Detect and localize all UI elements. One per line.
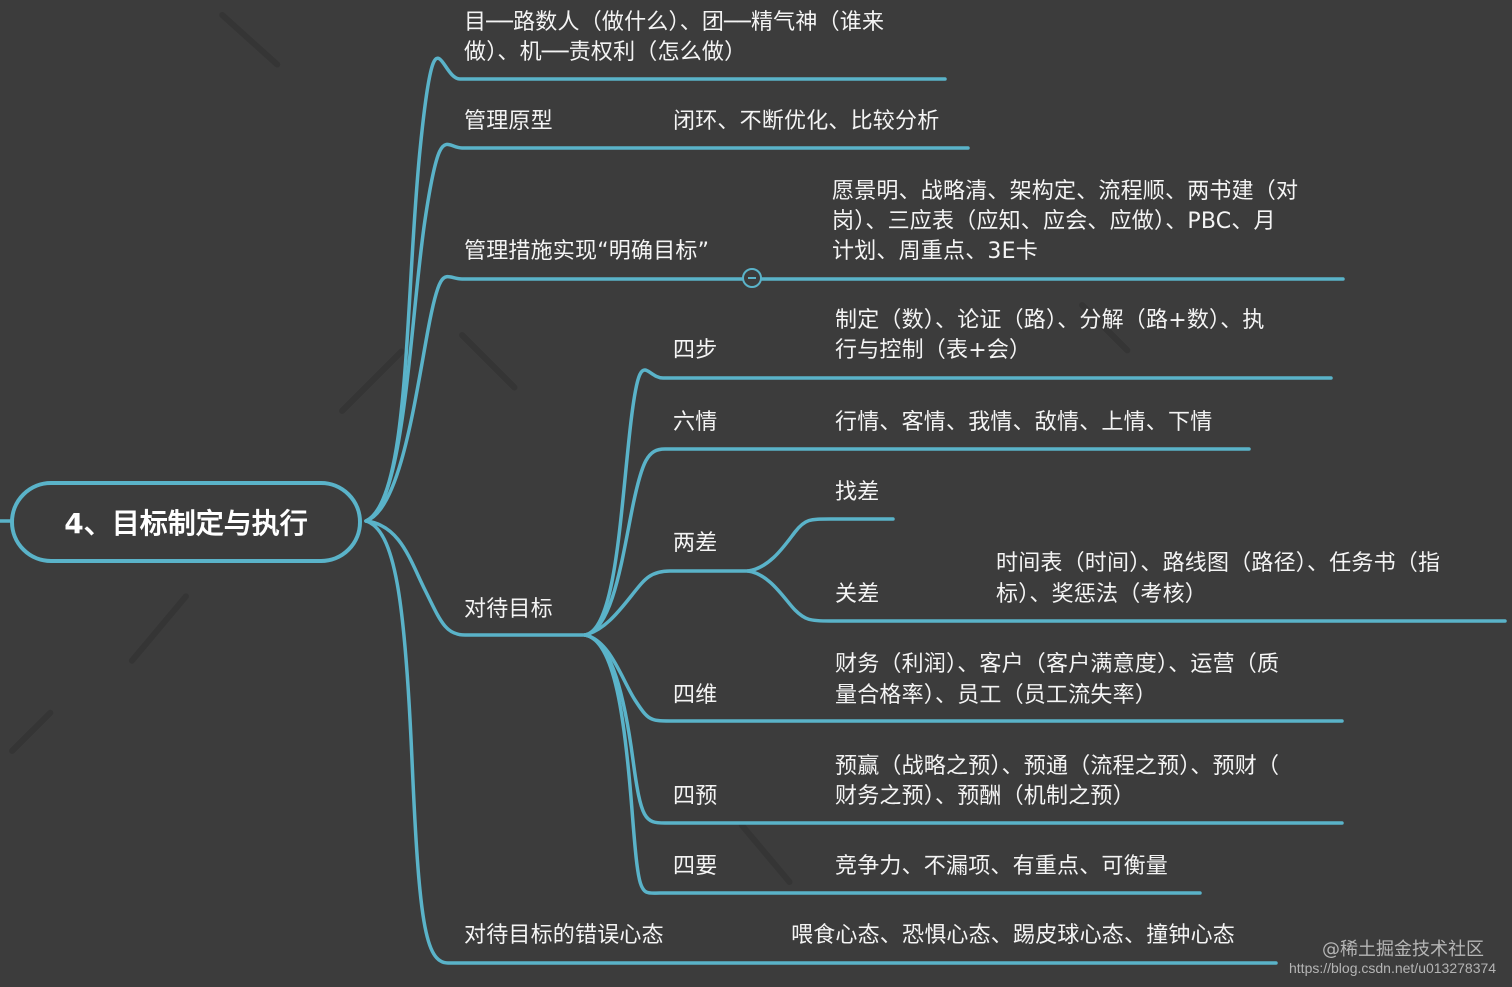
detail-line: 目──路数人（做什么）、团──精气神（谁来: [464, 10, 885, 35]
subbranch-four-steps[interactable]: 四步: [673, 338, 718, 363]
detail-line: 标）、奖惩法（考核）: [996, 582, 1208, 607]
subbranch-six-situations[interactable]: 六情: [673, 410, 718, 435]
detail-line: 量合格率）、员工（员工流失率）: [835, 683, 1158, 708]
detail-line: 计划、周重点、3E卡: [832, 239, 1038, 264]
branch-treating-goals[interactable]: 对待目标: [464, 597, 553, 622]
watermark-site: @稀土掘金技术社区: [1322, 939, 1484, 960]
detail-line: 财务之预）、预酬（机制之预）: [835, 784, 1135, 809]
subbranch-two-gaps[interactable]: 两差: [673, 531, 718, 556]
subbranch-four-requirements[interactable]: 四要: [673, 854, 718, 879]
detail-line: 闭环、不断优化、比较分析: [673, 109, 940, 134]
branch-wrong-mindsets[interactable]: 对待目标的错误心态: [464, 923, 664, 948]
detail-line: 制定（数）、论证（路）、分解（路+数）、执: [835, 308, 1265, 333]
collapse-minus-icon[interactable]: [742, 268, 762, 288]
detail-line: 预赢（战略之预）、预通（流程之预）、预财（: [835, 754, 1280, 779]
subbranch-four-dimensions[interactable]: 四维: [673, 683, 718, 708]
watermark-url: https://blog.csdn.net/u013278374: [1289, 960, 1497, 976]
branch-management-prototype[interactable]: 管理原型: [464, 109, 553, 134]
detail-line: 财务（利润）、客户（客户满意度）、运营（质: [835, 652, 1280, 677]
leaf-find-gap[interactable]: 找差: [835, 480, 880, 505]
root-label: 4、目标制定与执行: [64, 507, 308, 540]
root-node[interactable]: 4、目标制定与执行: [10, 481, 362, 563]
leaf-close-gap[interactable]: 关差: [835, 582, 880, 607]
branch-management-measures[interactable]: 管理措施实现“明确目标”: [464, 239, 710, 264]
detail-line: 岗）、三应表（应知、应会、应做）、PBC、月: [832, 209, 1276, 234]
detail-line: 愿景明、战略清、架构定、流程顺、两书建（对: [832, 179, 1299, 204]
detail-line: 行与控制（表+会）: [835, 338, 1032, 363]
detail-line: 时间表（时间）、路线图（路径）、任务书（指: [996, 551, 1441, 576]
detail-line: 做）、机──责权利（怎么做）: [464, 40, 747, 65]
detail-line: 行情、客情、我情、敌情、上情、下情: [835, 410, 1213, 435]
subbranch-four-predictions[interactable]: 四预: [673, 784, 718, 809]
detail-line: 喂食心态、恐惧心态、踢皮球心态、撞钟心态: [791, 923, 1236, 948]
detail-line: 竞争力、不漏项、有重点、可衡量: [835, 854, 1169, 879]
